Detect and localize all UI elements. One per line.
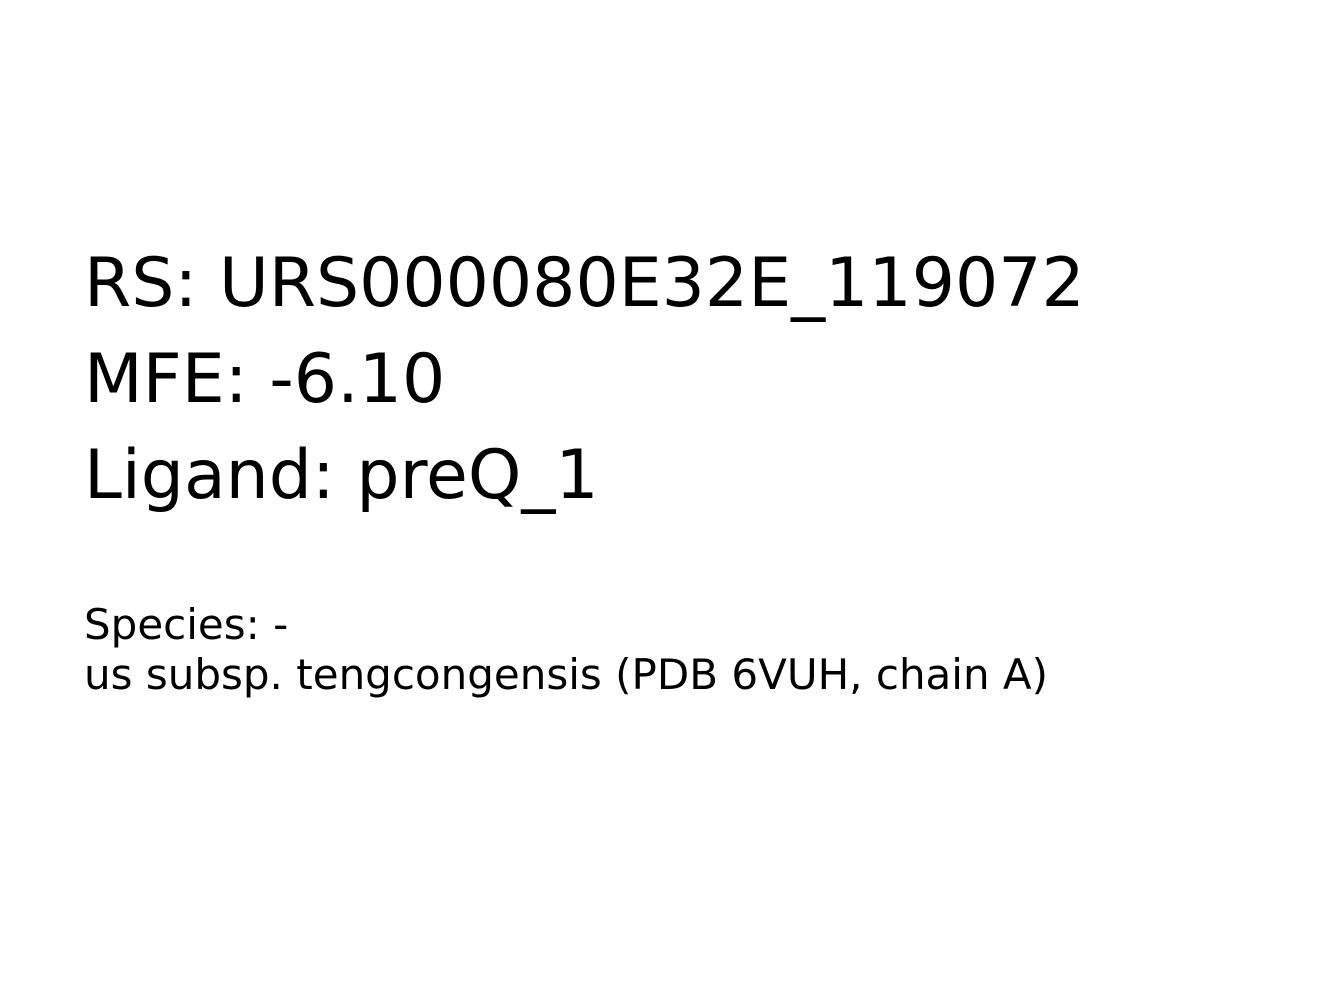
ligand-name: Ligand: preQ_1 bbox=[84, 436, 599, 515]
mfe-value: MFE: -6.10 bbox=[84, 340, 446, 419]
species-label: Species: - bbox=[84, 600, 289, 649]
rs-identifier: RS: URS000080E32E_119072 bbox=[84, 244, 1085, 323]
species-name: us subsp. tengcongensis (PDB 6VUH, chain… bbox=[84, 650, 1049, 699]
